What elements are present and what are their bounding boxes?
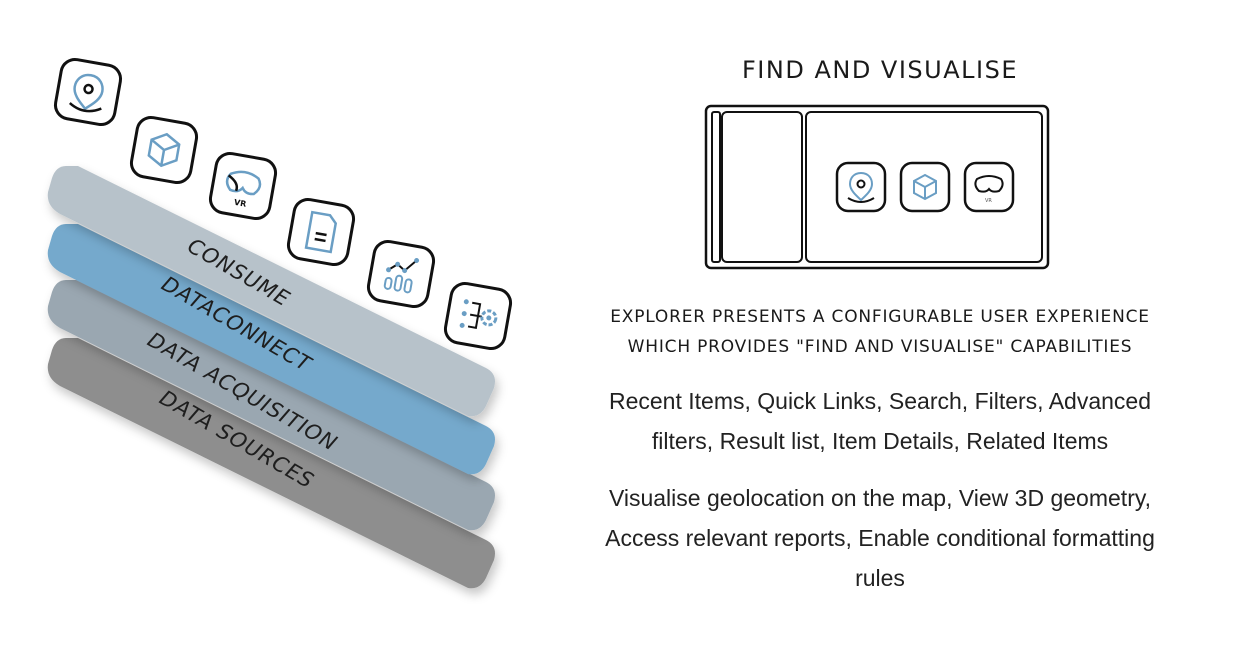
lead-text: EXPLORER PRESENTS A CONFIGURABLE USER EX…	[560, 302, 1200, 362]
vr-headset-icon: VR	[963, 161, 1015, 213]
find-and-visualise-panel: FIND AND VISUALISE VR EXPLORER PRESENTS …	[560, 0, 1200, 649]
chart-analytics-icon	[366, 239, 436, 309]
vr-text: VR	[233, 198, 247, 209]
layer-plate	[47, 338, 495, 589]
layer-plate	[47, 280, 495, 531]
ui-mockup: VR	[704, 104, 1050, 270]
features-paragraph: Recent Items, Quick Links, Search, Filte…	[608, 388, 1151, 454]
map-pin-icon	[835, 161, 887, 213]
mockup-content	[805, 111, 1043, 263]
conditional-formatting-icon	[443, 281, 513, 351]
mockup-sidebar	[721, 111, 803, 263]
mockup-rail	[711, 111, 721, 263]
document-report-icon	[286, 197, 356, 267]
panel-heading: FIND AND VISUALISE	[742, 56, 1018, 84]
layer-plate	[47, 166, 495, 417]
visualisation-paragraph: Visualise geolocation on the map, View 3…	[605, 485, 1155, 591]
map-pin-icon	[53, 57, 123, 127]
lead-line-2: WHICH PROVIDES "FIND AND VISUALISE" CAPA…	[627, 337, 1133, 357]
layer-plate	[47, 224, 495, 475]
vr-headset-icon: VR	[208, 151, 278, 221]
cube-3d-icon	[899, 161, 951, 213]
vr-text: VR	[985, 198, 992, 204]
layer-stack-diagram: DATA SOURCES DATA ACQUISITION DATACONNEC…	[47, 57, 513, 589]
lead-line-1: EXPLORER PRESENTS A CONFIGURABLE USER EX…	[610, 307, 1150, 327]
cube-3d-icon	[129, 115, 199, 185]
